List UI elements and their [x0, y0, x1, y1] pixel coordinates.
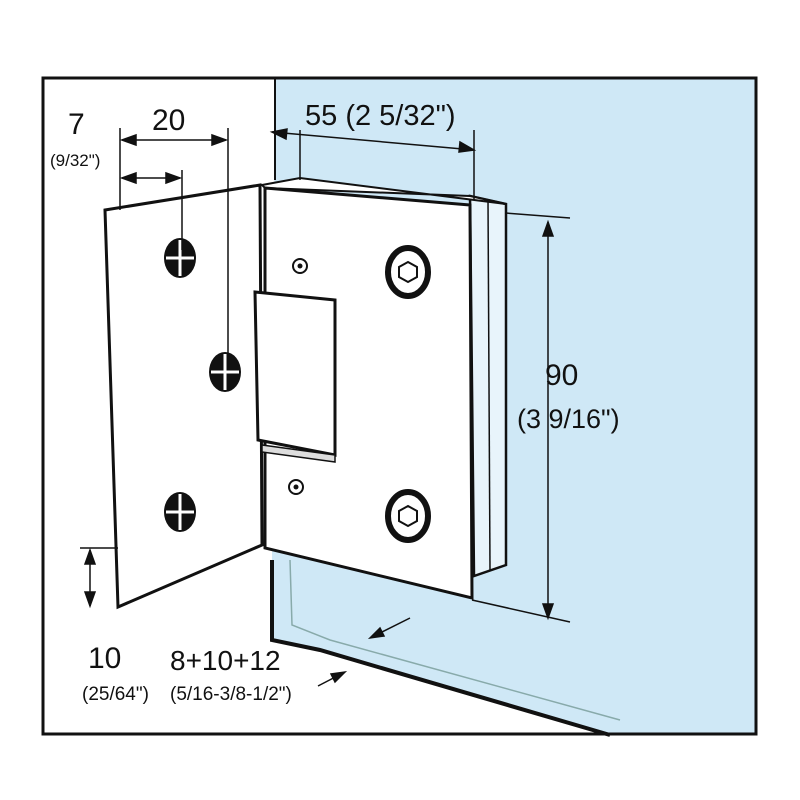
bottom-mm-label: 10: [88, 642, 121, 675]
bottom-in-label: (25/64"): [82, 684, 149, 705]
glass-thickness-mm-label: 8+10+12: [170, 645, 281, 676]
glass-inner-edge: [289, 559, 621, 721]
offset-mm-label: 7: [68, 108, 85, 141]
small-screw-top-center: [297, 263, 303, 269]
glass-bottom-edge: [270, 560, 611, 737]
dimension-lines: [80, 128, 571, 687]
hex-bolt-top: [385, 245, 431, 299]
offset-in-label: (9/32"): [50, 151, 100, 170]
glass-edge-line: [487, 199, 491, 571]
height-mm-label: 90: [545, 359, 578, 392]
screw-hole-bottom: [164, 492, 196, 532]
height-in-label: (3 9/16"): [517, 404, 620, 434]
screw-hole-top: [164, 238, 196, 278]
frame-border: [41, 76, 758, 736]
hole-spacing-label: 20: [152, 104, 185, 137]
screw-hole-middle: [209, 352, 241, 392]
knuckle-lower-cut: [261, 444, 336, 463]
hinge-knuckle: [253, 290, 337, 457]
hex-bolt-bottom: [385, 489, 431, 543]
wall-plate: [103, 183, 264, 610]
glass-thickness-in-label: (5/16-3/8-1/2"): [170, 684, 292, 705]
small-screw-bottom-center: [293, 484, 299, 490]
width-label: 55 (2 5/32"): [305, 100, 456, 132]
